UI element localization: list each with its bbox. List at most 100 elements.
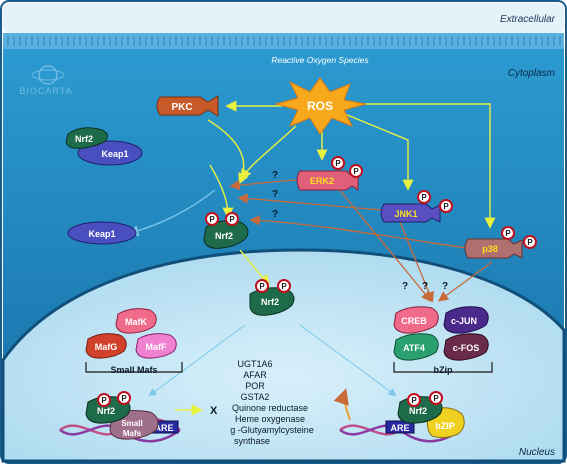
- phospho-badge-circle: [331, 156, 345, 170]
- question-mark: ?: [442, 281, 448, 292]
- phospho-badge-label: P: [209, 215, 215, 224]
- left-are-complex: ARE Small Mafs Nrf2 X: [85, 396, 218, 440]
- phospho-badge-circle: [349, 164, 363, 178]
- phospho-badge-circle: [417, 190, 431, 204]
- phospho-badge-label: P: [335, 159, 341, 168]
- arrow-erk2-nrf2: [229, 179, 297, 191]
- cfos-label: c-FOS: [453, 343, 480, 353]
- small-mafs-complex-label-1: Small: [121, 419, 142, 428]
- gene-item: GSTA2: [241, 392, 270, 402]
- arrow-ros-p38: [360, 103, 496, 229]
- question-mark: ?: [272, 209, 278, 220]
- arrow-p38-bzip: [437, 261, 493, 302]
- gene-item: Heme oxygenase: [235, 414, 305, 424]
- nrf2-left-label: Nrf2: [97, 406, 115, 416]
- activation-arrows: [175, 100, 496, 416]
- arrow-transcription: [333, 388, 351, 421]
- arrow-jnk1-bzip: [399, 221, 434, 303]
- phospho-badge-circle: [255, 279, 269, 293]
- phospho-badge-circle: [523, 235, 537, 249]
- bzip-complex-label: bZIP: [435, 421, 455, 431]
- gene-item: g -Glutyamylcysteine: [230, 425, 314, 435]
- phospho-badge-label: P: [121, 394, 127, 403]
- nrf2-nucleus-label: Nrf2: [261, 297, 279, 307]
- phospho-badge-label: P: [505, 229, 511, 238]
- arrow-nrf2-right-complex: [299, 324, 397, 397]
- question-mark: ?: [402, 281, 408, 292]
- atf4-label: ATF4: [403, 343, 425, 353]
- arrow-complex-nrf2: [209, 164, 234, 219]
- mafk-label: MafK: [125, 317, 147, 327]
- phospho-badge-circle: [225, 212, 239, 226]
- gene-item: Quinone reductase: [232, 403, 308, 413]
- arrow-jnk1-nrf2: [237, 193, 383, 211]
- phospho-badge-label: P: [421, 193, 427, 202]
- arrow-nrf2-nucleus: [239, 249, 270, 287]
- phospho-badge-label: P: [259, 282, 265, 291]
- keap1-in-complex-label: Keap1: [101, 149, 128, 159]
- arrow-ros-jnk1: [339, 111, 414, 191]
- phospho-badge-label: P: [433, 394, 439, 403]
- phospho-badge-circle: [277, 279, 291, 293]
- phospho-badge-circle: [117, 391, 131, 405]
- question-mark: ?: [272, 189, 278, 200]
- arrow-nrf2-left-complex: [148, 324, 246, 397]
- phospho-badge-label: P: [527, 238, 533, 247]
- phospho-badge-label: P: [443, 202, 449, 211]
- ros-node: ROS: [274, 77, 367, 135]
- kinase-arrows: [229, 179, 493, 303]
- are-left-label: ARE: [154, 423, 173, 433]
- bzip-group: CREB c-JUN ATF4 c-FOS bZip: [393, 306, 493, 375]
- arrow-p38-nrf2: [249, 215, 467, 249]
- question-mark: ?: [422, 281, 428, 292]
- phospho-badge-label: P: [101, 396, 107, 405]
- nrf2-nucleus-node: Nrf2: [249, 287, 295, 316]
- nrf2-keap1-complex: Keap1 Nrf2: [65, 127, 143, 166]
- phospho-badge-circle: [501, 226, 515, 240]
- gene-item: synthase: [234, 436, 270, 446]
- are-right-label: ARE: [390, 423, 409, 433]
- phospho-badge-label: P: [229, 215, 235, 224]
- question-mark: ?: [272, 170, 278, 181]
- gene-item: UGT1A6: [237, 359, 272, 369]
- cytoplasm-label: Cytoplasm: [508, 68, 555, 79]
- pkc-label: PKC: [171, 102, 192, 113]
- membrane-lipids: [7, 36, 561, 46]
- cjun-label: c-JUN: [451, 316, 477, 326]
- arrow-erk2-bzip: [337, 187, 432, 303]
- small-mafs-complex-label-2: Mafs: [123, 429, 142, 438]
- phospho-badge-circle: [429, 391, 443, 405]
- phospho-badge-label: P: [353, 167, 359, 176]
- pkc-node: PKC: [156, 95, 219, 117]
- biocarta-logo: BIOCARTA: [19, 65, 72, 96]
- erk2-label: ERK2: [310, 176, 334, 186]
- small-mafs-group: MafK MafG MafF Small Mafs: [85, 308, 183, 375]
- gene-list: UGT1A6 AFAR POR GSTA2 Quinone reductase …: [230, 359, 314, 446]
- jnk1-label: JNK1: [394, 209, 417, 219]
- nrf2-right-label: Nrf2: [409, 406, 427, 416]
- gene-item: POR: [245, 381, 265, 391]
- p38-label: p38: [482, 244, 498, 254]
- logo-text: BIOCARTA: [19, 86, 72, 96]
- creb-label: CREB: [401, 316, 427, 326]
- phospho-badge-circle: [439, 199, 453, 213]
- erk2-node: ERK2: [296, 170, 359, 191]
- phospho-badge-circle: [407, 393, 421, 407]
- jnk1-node: JNK1: [380, 203, 441, 223]
- p38-node: p38: [464, 238, 523, 259]
- gene-item: AFAR: [243, 370, 267, 380]
- phospho-badge-label: P: [411, 396, 417, 405]
- nucleus-label: Nucleus: [519, 447, 555, 458]
- maff-label: MafF: [146, 342, 167, 352]
- ros-label: ROS: [307, 99, 333, 113]
- ros-caption: Reactive Oxygen Species: [271, 55, 369, 65]
- nrf2-cytoplasm-label: Nrf2: [215, 231, 233, 241]
- bzip-group-label: bZip: [434, 365, 453, 375]
- inhibition-x: X: [210, 405, 218, 417]
- extracellular-label: Extracellular: [500, 14, 556, 25]
- keap1-label: Keap1: [88, 229, 115, 239]
- keap1-node: Keap1: [67, 221, 137, 245]
- phospho-badge-circle: [205, 212, 219, 226]
